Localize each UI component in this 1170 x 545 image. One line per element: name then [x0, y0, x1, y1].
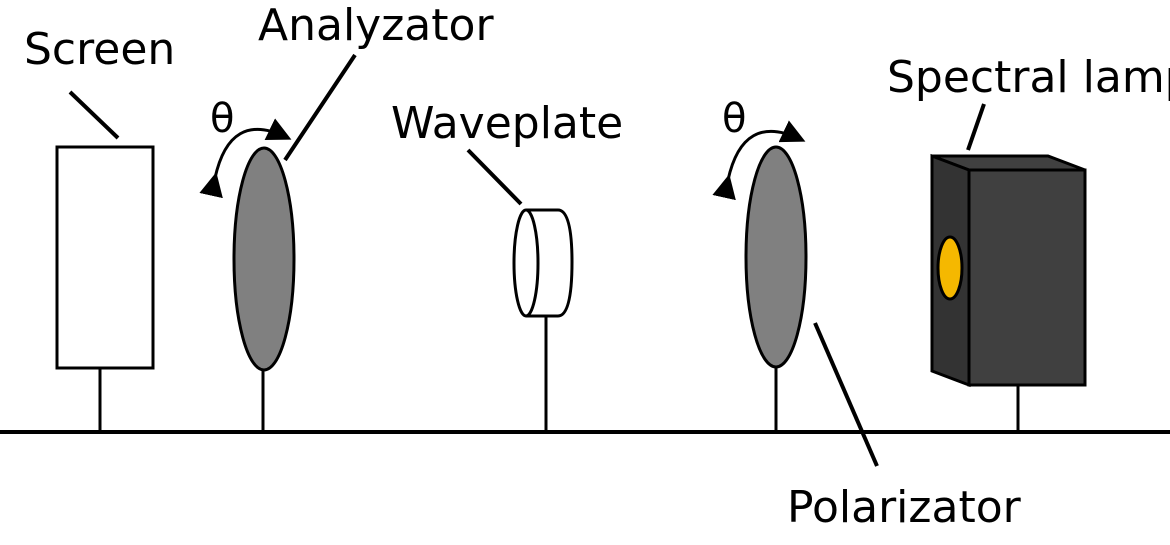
polarizator-label: Polarizator	[787, 482, 1022, 533]
polarizator-disk	[744, 145, 808, 369]
analyzator-rotation-arrow-icon	[199, 118, 292, 199]
analyzator-label: Analyzator	[258, 0, 494, 51]
analyzator: Analyzator θ	[199, 0, 494, 432]
screen-label: Screen	[24, 24, 175, 75]
analyzator-leader-line	[283, 53, 357, 162]
screen-leader-line	[68, 90, 120, 140]
analyzator-disk	[232, 146, 296, 372]
spectral-lamp: Spectral lamp	[887, 52, 1170, 432]
screen: Screen	[24, 24, 175, 432]
lamp-leader-line	[966, 103, 986, 151]
spectral-lamp-label: Spectral lamp	[887, 52, 1170, 103]
lamp-light-window	[936, 235, 964, 301]
polarizator-leader-line	[813, 322, 879, 467]
polarizator-theta-label: θ	[722, 96, 746, 142]
analyzator-theta-label: θ	[210, 96, 234, 142]
waveplate-face	[512, 208, 540, 318]
polarizator: Polarizator θ	[712, 96, 1022, 533]
screen-panel	[55, 145, 155, 370]
polarizator-rotation-arrow-icon	[712, 120, 806, 201]
waveplate: Waveplate	[391, 98, 623, 432]
waveplate-label: Waveplate	[391, 98, 623, 149]
waveplate-leader-line	[466, 148, 523, 206]
lamp-front-face	[967, 168, 1087, 387]
